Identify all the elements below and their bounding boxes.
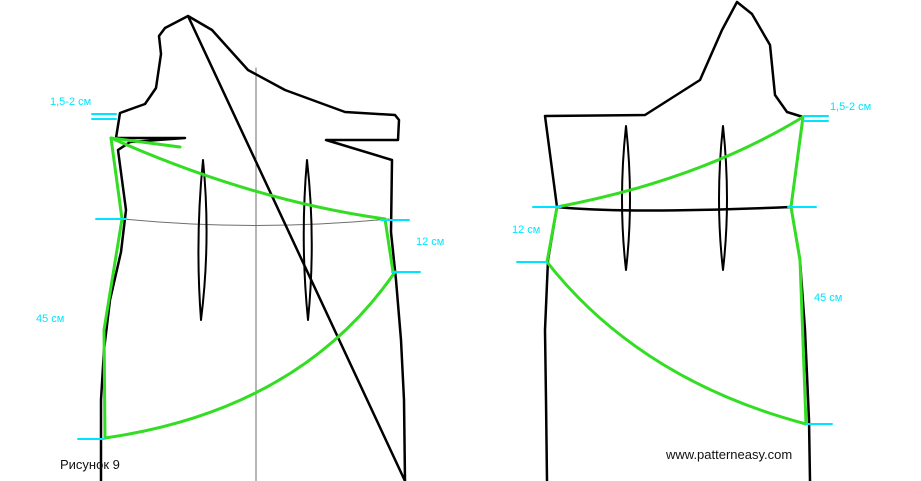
front-shoulder-green [109,136,182,149]
front-top-offset-label: 1,5-2 см [50,96,91,108]
back-piece [516,0,833,481]
front-side-seam-green [102,136,124,440]
watermark-url: www.patterneasy.com [665,447,792,462]
back-style-line-lower [545,260,808,426]
front-right-seam-green [383,217,395,274]
back-bodice-outline [543,0,812,481]
front-dart-right [302,159,313,321]
back-side-seam-green [789,115,808,426]
front-side-offset-label: 12 см [416,236,444,248]
back-left-seam-green [545,205,559,264]
back-side-offset-label: 12 см [512,224,540,236]
front-waist-guide [122,218,390,226]
back-dart-right [718,125,728,271]
front-style-line-lower [103,270,397,440]
back-waist-line [555,205,793,212]
back-style-line-upper [555,115,805,209]
front-style-line-upper [109,136,387,221]
front-length-label: 45 см [36,313,64,325]
front-piece [77,14,421,481]
front-bodice-outline [99,14,407,481]
back-length-label: 45 см [814,292,842,304]
back-top-offset-label: 1,5-2 см [830,101,871,113]
figure-caption: Рисунок 9 [60,457,120,472]
front-dart-left [197,159,208,321]
back-dart-left [621,125,631,271]
